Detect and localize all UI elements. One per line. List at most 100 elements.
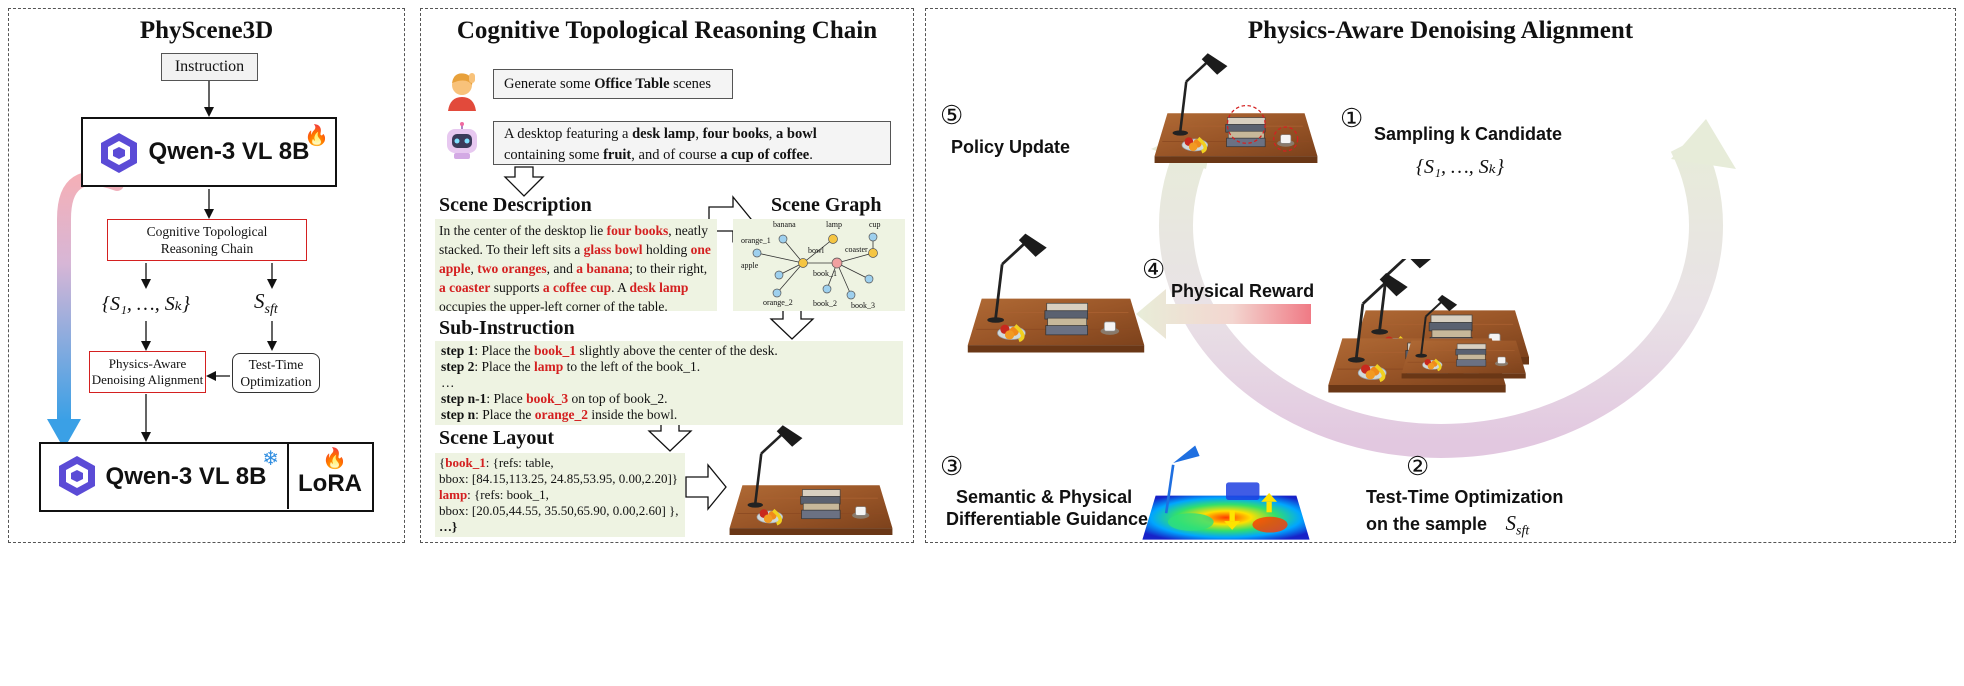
- user-prompt-bold: Office Table: [594, 76, 670, 92]
- bot-text: A desktop featuring a: [504, 126, 633, 142]
- bot-text: .: [809, 147, 813, 163]
- top-scene-image: [1152, 51, 1320, 165]
- graph-label-apple: apple: [741, 261, 759, 270]
- ctrc-line2: Reasoning Chain: [160, 241, 254, 256]
- panel-denoising-alignment: Physics-Aware Denoising Alignment ⑤ Pol: [925, 8, 1956, 543]
- panel-title: Physics-Aware Denoising Alignment: [1247, 17, 1634, 44]
- user-prompt-text: Generate some: [504, 76, 595, 92]
- sft-symbol: S: [254, 289, 265, 313]
- qwen-logo-icon: [101, 133, 137, 173]
- candidate-set-label: {S₁, …, Sₖ}: [101, 293, 191, 315]
- panel-reasoning-chain: Cognitive Topological Reasoning Chain Ge…: [420, 8, 914, 543]
- panel-title: PhyScene3D: [139, 17, 274, 44]
- step4-number: ④: [1142, 255, 1166, 284]
- right-hollow-arrow-2: [685, 463, 727, 511]
- step2-line2: on the sample Ssft: [1366, 511, 1530, 539]
- graph-label-book1: book_1: [813, 269, 837, 278]
- step3-number: ③: [940, 452, 964, 481]
- user-avatar-icon: [448, 73, 476, 111]
- sub-instruction-heading: Sub-Instruction: [439, 317, 575, 339]
- step1-number: ①: [1340, 104, 1364, 133]
- step3-line2: Differentiable Guidance: [946, 509, 1149, 529]
- graph-node-apple: [774, 270, 784, 280]
- bot-text: ,: [768, 126, 777, 142]
- bot-text: ,: [695, 126, 703, 142]
- instruction-label: Instruction: [174, 58, 245, 75]
- graph-node-orange2: [772, 288, 782, 298]
- graph-node-book-a: [864, 274, 874, 284]
- panel-title: Cognitive Topological Reasoning Chain: [456, 17, 878, 44]
- step-n: step n: Place the orange_2 inside the bo…: [441, 407, 678, 422]
- step1-set: {S₁, …, Sₖ}: [1416, 156, 1505, 178]
- scene-layout-code: {book_1: {refs: table, bbox: [84.15,113.…: [435, 453, 685, 537]
- graph-node-lamp: [828, 234, 838, 244]
- cycle-ring: [1159, 136, 1723, 458]
- ctrc-box: Cognitive Topological Reasoning Chain: [107, 219, 307, 261]
- graph-node-book2: [822, 284, 832, 294]
- graph-label-bowl: bowl: [808, 246, 824, 255]
- bot-bold: a cup of coffee: [720, 147, 810, 163]
- graph-node-book1: [831, 257, 843, 269]
- step-ellipsis: …: [441, 375, 455, 390]
- physical-reward-arrow: [1136, 289, 1311, 339]
- scene-graph: banana lamp cup orange_1 bowl coaster ap…: [733, 219, 905, 311]
- ctrc-line1: Cognitive Topological: [146, 224, 268, 239]
- step-1: step 1: Place the book_1 slightly above …: [441, 343, 778, 358]
- step5-number: ⑤: [940, 101, 964, 130]
- graph-node-coaster: [868, 248, 878, 258]
- tto-line2: Optimization: [240, 374, 312, 389]
- panel-physcene3d: PhyScene3D Instruction Qwen-3 VL 8B 🔥 Co…: [8, 8, 405, 543]
- step1-label: Sampling k Candidate: [1374, 124, 1563, 144]
- step3-line1: Semantic & Physical: [956, 487, 1133, 507]
- snowflake-icon: ❄: [262, 448, 279, 470]
- sub-instruction-list: step 1: Place the book_1 slightly above …: [435, 341, 903, 425]
- graph-label-banana: banana: [773, 220, 796, 229]
- graph-label-orange2: orange_2: [763, 298, 793, 307]
- left-scene-image: [965, 231, 1147, 355]
- flame-icon-top: 🔥: [304, 125, 329, 147]
- feedback-gradient-arrow-head: [47, 419, 81, 449]
- scene-graph-heading: Scene Graph: [771, 194, 882, 216]
- model-box-bottom: Qwen-3 VL 8B ❄ LoRA 🔥: [39, 442, 374, 512]
- scene-layout-heading: Scene Layout: [439, 427, 554, 449]
- model-name-bottom: Qwen-3 VL 8B: [105, 462, 267, 490]
- candidate-scenes-image: [1326, 259, 1531, 395]
- graph-label-book2: book_2: [813, 299, 837, 308]
- lora-label: LoRA: [298, 469, 362, 497]
- pada-line1: Physics-Aware: [108, 356, 187, 371]
- graph-label-coaster: coaster: [845, 245, 868, 254]
- pada-line2: Denoising Alignment: [91, 372, 204, 387]
- step5-label: Policy Update: [951, 137, 1071, 157]
- graph-node-orange1: [752, 248, 762, 258]
- bot-bold: four books: [702, 126, 769, 142]
- graph-node-book3: [846, 290, 856, 300]
- sft-sample-label: Ssft: [254, 289, 278, 318]
- graph-label-cup: cup: [869, 220, 881, 229]
- bot-reply-box: A desktop featuring a desk lamp, four bo…: [493, 121, 891, 165]
- cycle-arrow-head-right: [1671, 119, 1736, 169]
- graph-node-banana: [778, 234, 788, 244]
- step-n-1: step n-1: Place book_3 on top of book_2.: [441, 391, 668, 406]
- step2-line1: Test-Time Optimization: [1366, 487, 1564, 507]
- pada-box: Physics-Aware Denoising Alignment: [89, 351, 206, 393]
- graph-label-book3: book_3: [851, 301, 875, 310]
- step2-number: ②: [1406, 452, 1430, 481]
- tto-line1: Test-Time: [248, 357, 304, 372]
- step4-label: Physical Reward: [1171, 281, 1315, 301]
- model-name-top: Qwen-3 VL 8B: [148, 138, 310, 165]
- qwen-logo-icon: [59, 456, 95, 496]
- bot-text: containing some: [504, 147, 604, 163]
- scene-graph-svg: [752, 232, 878, 300]
- step-2: step 2: Place the lamp to the left of th…: [441, 359, 701, 374]
- heatmap-scene-image: [1142, 445, 1310, 540]
- flame-icon-lora: 🔥: [322, 448, 347, 470]
- scene-description-text: In the center of the desktop lie four bo…: [435, 219, 717, 314]
- bot-bold: desk lamp: [632, 126, 696, 142]
- user-prompt-text-end: scenes: [669, 76, 711, 92]
- bot-bold: fruit: [603, 147, 632, 163]
- scene-description-heading: Scene Description: [439, 194, 592, 216]
- rendered-scene-image: [727, 423, 895, 537]
- user-prompt-box: Generate some Office Table scenes: [493, 69, 733, 99]
- graph-label-orange1: orange_1: [741, 236, 771, 245]
- model-box-top: Qwen-3 VL 8B 🔥: [81, 117, 337, 187]
